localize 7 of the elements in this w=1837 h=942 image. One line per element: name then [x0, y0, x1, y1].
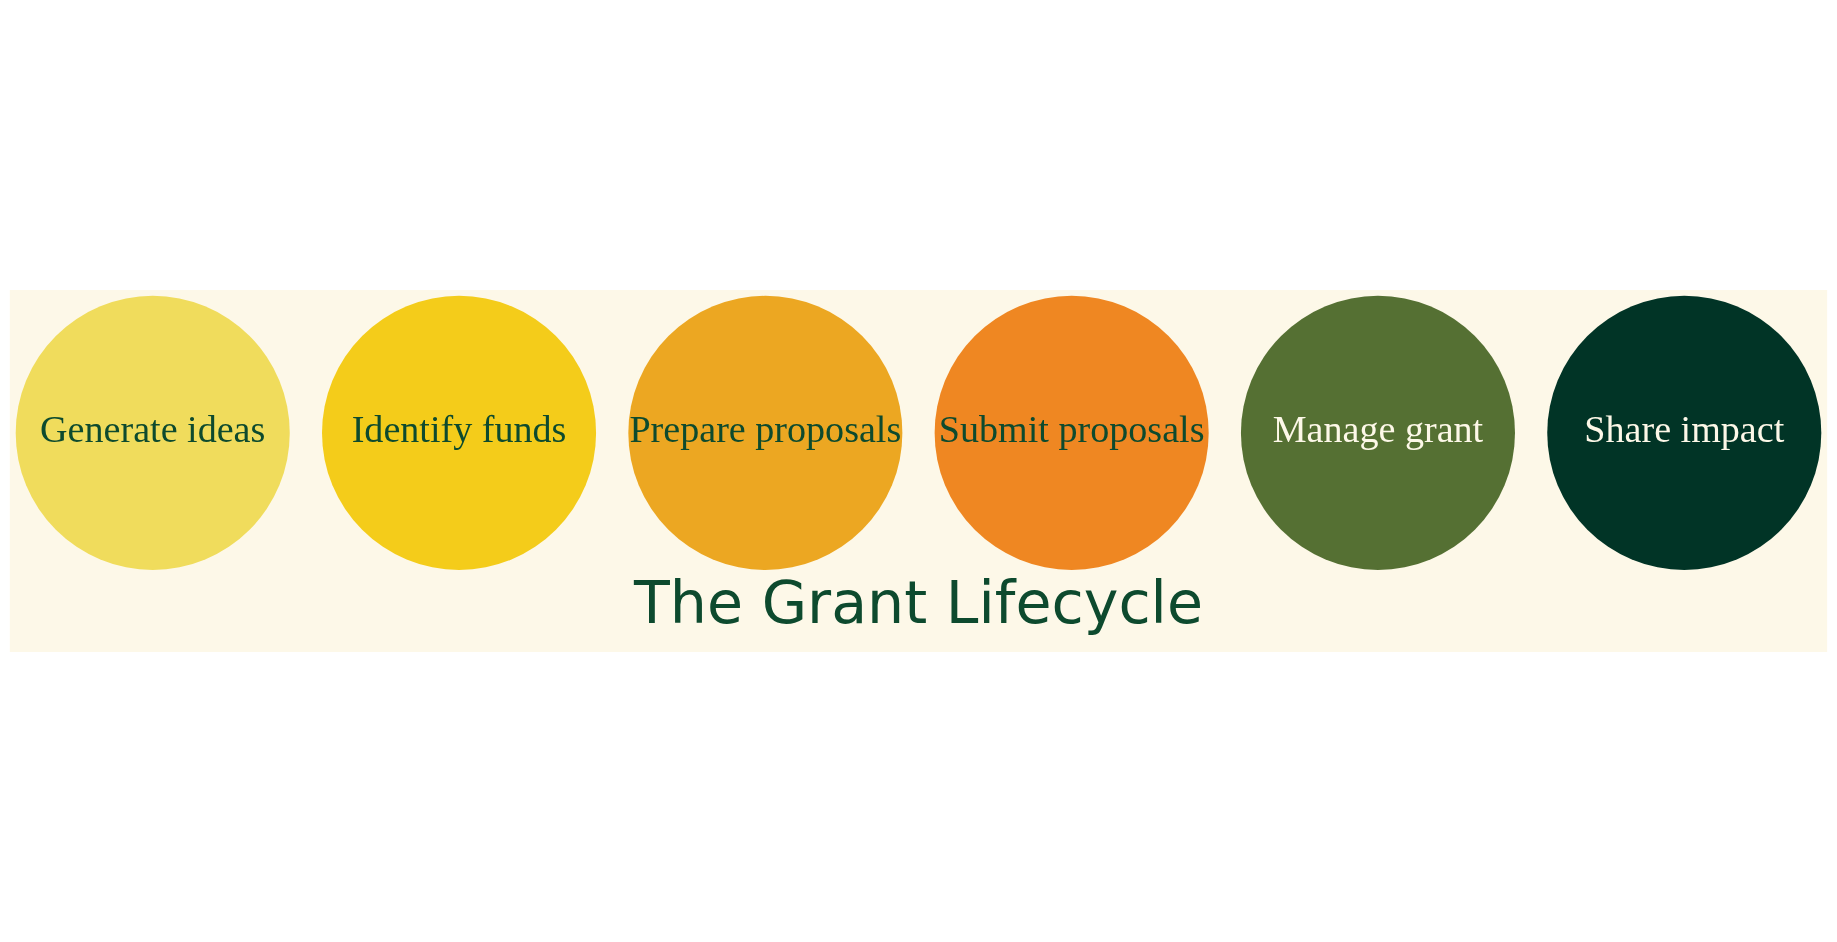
node-circle: Manage grant — [1240, 295, 1515, 570]
diagram-title: The Grant Lifecycle — [634, 568, 1203, 637]
node-circle: Generate ideas — [15, 295, 290, 570]
node-circle: Prepare proposals — [628, 295, 903, 570]
node-circle: Share impact — [1547, 295, 1822, 570]
node-circle: Submit proposals — [934, 295, 1209, 570]
node-circle: Identify funds — [322, 295, 597, 570]
